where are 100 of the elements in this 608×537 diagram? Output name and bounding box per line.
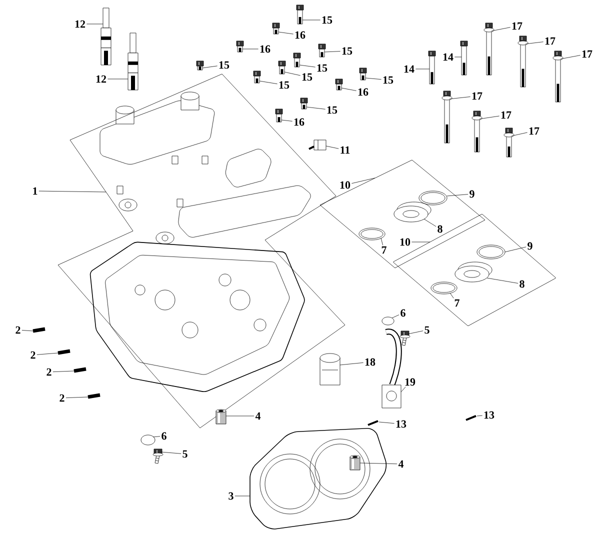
callout-number: 4 — [255, 412, 261, 420]
spark-plug — [100, 8, 112, 66]
water-pipe — [382, 328, 402, 408]
bolt — [293, 52, 301, 68]
callout-number: 15 — [327, 106, 338, 114]
group-outline — [320, 160, 486, 268]
callout-number: 9 — [470, 190, 474, 198]
callout-number: 15 — [302, 73, 312, 81]
leader-line — [340, 362, 364, 366]
leader-line — [450, 292, 454, 298]
callout-number: 1 — [33, 187, 38, 195]
bolt — [472, 110, 482, 152]
intake-boot — [394, 202, 432, 222]
callout-number: 15 — [317, 64, 328, 72]
bolt — [518, 36, 528, 88]
leader-line — [525, 42, 544, 44]
leader-line — [408, 330, 424, 334]
bolt — [253, 70, 261, 84]
leader-line — [491, 27, 510, 32]
callout-number: 16 — [260, 45, 270, 53]
leader-line — [278, 32, 294, 34]
leader-line — [416, 68, 430, 70]
callout-number: 18 — [365, 358, 376, 366]
callout-number: 15 — [342, 47, 352, 55]
leader-line — [284, 72, 300, 76]
bolt — [272, 22, 280, 34]
leader-line — [449, 96, 470, 100]
leader-line — [352, 178, 376, 184]
callout-number: 8 — [520, 280, 524, 288]
leader-line — [281, 120, 292, 122]
leader-line — [486, 278, 518, 284]
bolt — [484, 22, 494, 76]
callout-number: 17 — [582, 50, 592, 58]
callout-number: 6 — [400, 309, 406, 317]
bolt — [504, 128, 514, 158]
leader-line — [160, 452, 182, 454]
stud-bolt — [32, 327, 46, 333]
bolt — [275, 108, 283, 122]
bolt — [278, 60, 286, 74]
callout-number: 15 — [383, 76, 394, 84]
callout-number: 17 — [512, 22, 522, 30]
callout-number: 14 — [443, 53, 454, 61]
dowel-pin — [350, 455, 360, 470]
bolt — [466, 415, 476, 421]
leader-line — [202, 66, 218, 68]
leader-line — [22, 330, 34, 332]
callout-number: 12 — [96, 75, 106, 83]
bolt — [428, 50, 436, 84]
leader-line — [454, 56, 462, 58]
callout-number: 8 — [438, 225, 442, 233]
hose-clamp — [430, 282, 458, 294]
callout-number: 17 — [545, 37, 556, 45]
leader-line — [38, 190, 106, 192]
leader-line — [306, 106, 326, 110]
callout-number: 14 — [404, 65, 414, 73]
callout-number: 5 — [182, 450, 188, 458]
bolt — [552, 50, 564, 102]
leader-line — [324, 51, 340, 52]
callout-number: 6 — [162, 432, 166, 440]
bolt — [442, 90, 452, 144]
callout-number: 10 — [400, 238, 410, 246]
leader-line — [400, 386, 406, 392]
o-ring — [382, 316, 394, 326]
leader-line — [326, 146, 339, 149]
callout-number: 12 — [75, 20, 86, 28]
callout-number: 17 — [501, 111, 512, 119]
callout-number: 13 — [484, 411, 494, 419]
gasket — [250, 428, 387, 530]
callout-number: 19 — [405, 378, 416, 386]
leader-line — [424, 218, 436, 227]
callout-number: 4 — [398, 460, 404, 468]
callout-number: 16 — [294, 118, 304, 126]
callout-number: 2 — [30, 351, 36, 359]
leader-line — [446, 194, 468, 196]
leader-line — [299, 64, 316, 68]
callout-number: 7 — [454, 299, 460, 307]
thermostat — [320, 353, 340, 386]
o-ring — [140, 434, 156, 446]
leader-line — [476, 415, 482, 416]
dowel-pin — [216, 409, 226, 424]
bolt — [460, 40, 468, 76]
sensor — [308, 140, 326, 150]
leader-line — [365, 78, 382, 80]
stud-bolt — [58, 349, 70, 355]
leader-line — [36, 352, 58, 355]
bolt — [368, 420, 378, 426]
callout-number: 10 — [340, 181, 350, 189]
callout-number: 9 — [528, 242, 532, 250]
leader-line — [108, 78, 128, 80]
leader-line — [242, 48, 258, 50]
stud-bolt — [74, 367, 86, 373]
bolt — [359, 68, 367, 80]
leader-line — [380, 238, 383, 246]
callout-number: 15 — [279, 81, 290, 89]
bolt — [296, 4, 304, 24]
spark-plug — [128, 32, 138, 90]
leader-line — [52, 370, 74, 372]
bolt — [335, 78, 343, 90]
callout-number: 17 — [529, 127, 540, 135]
callout-number: 15 — [219, 61, 230, 69]
